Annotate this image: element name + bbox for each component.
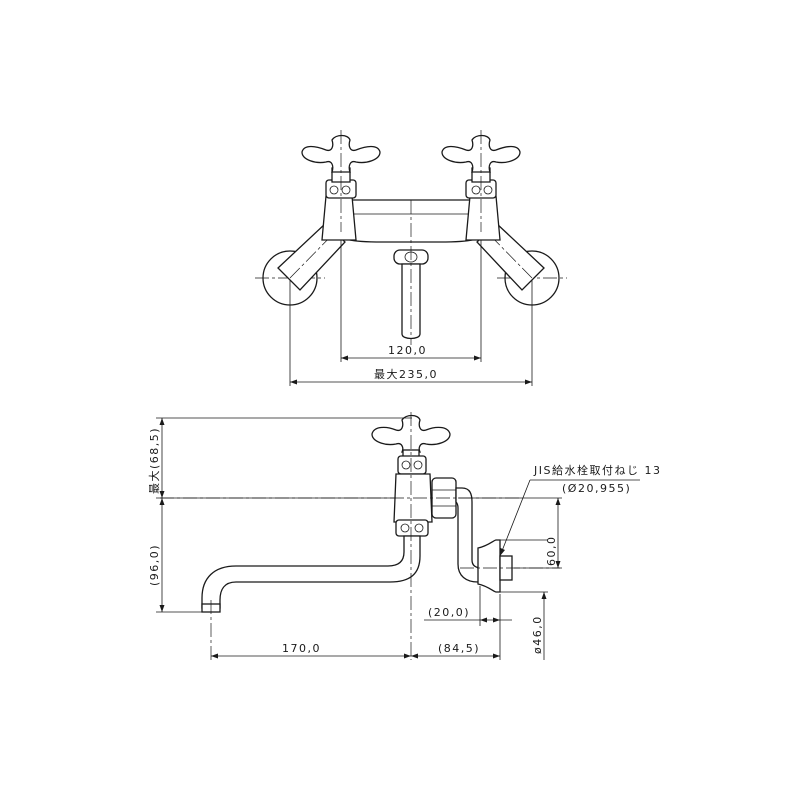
dim-spout-reach: 170,0 (282, 642, 321, 655)
side-cross-handle (371, 414, 451, 453)
dim-spout-height: (96,0) (148, 544, 161, 586)
dim-max-height: 最大(68,5) (147, 427, 161, 494)
dim-max-width: 最大235,0 (374, 367, 438, 381)
dim-thread-offset: (20,0) (428, 606, 470, 619)
left-valve (321, 167, 357, 241)
side-spout (201, 535, 421, 609)
thread-note-line1: JIS給水栓取付ねじ 13 (533, 463, 661, 477)
right-valve (465, 167, 501, 241)
side-wall-flange (477, 539, 501, 593)
dim-flange-dia: ø46,0 (531, 615, 544, 654)
dim-wall-offset: (84,5) (438, 642, 480, 655)
dim-center-spacing: 120,0 (388, 344, 427, 357)
thread-note-line2: (Ø20,955) (562, 482, 631, 495)
side-view: 最大(68,5) (96,0) 170,0 (84,5) (20,0) 60,0… (147, 412, 661, 660)
dim-connection-height: 60,0 (545, 536, 558, 567)
top-view: 120,0 最大235,0 (255, 130, 567, 386)
